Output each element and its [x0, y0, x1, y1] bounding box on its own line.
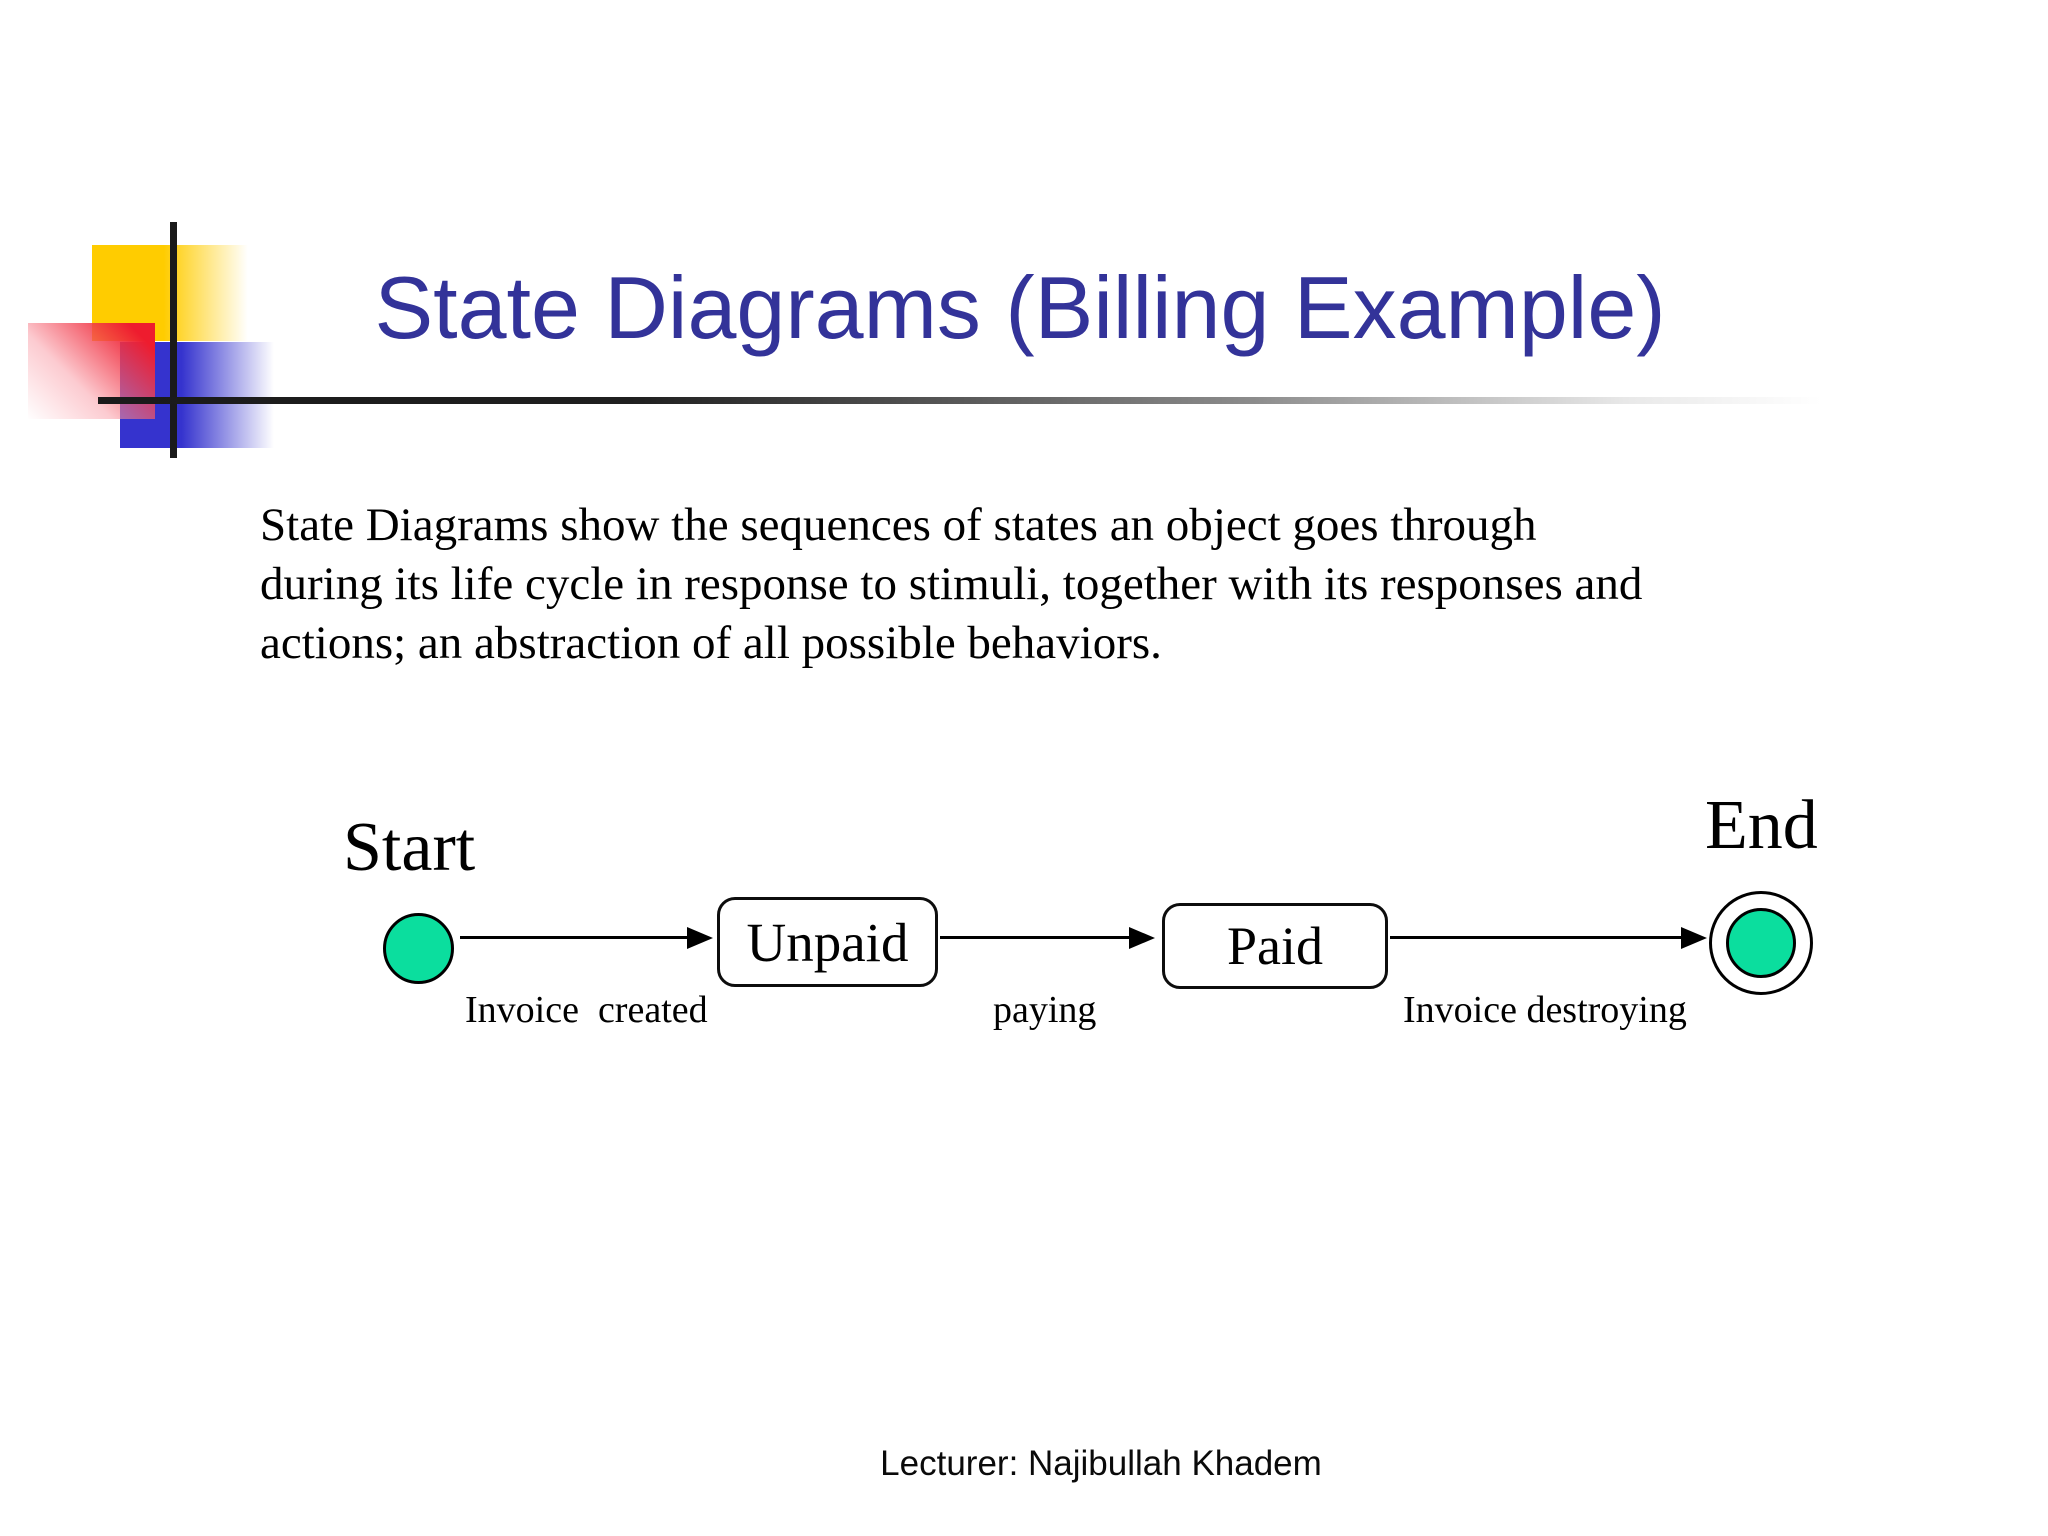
description-line-2: during its life cycle in response to sti…: [260, 558, 1643, 610]
state-box-unpaid: Unpaid: [717, 897, 938, 987]
transition-label-paying: paying: [993, 989, 1097, 1031]
transition-arrow-invoice-created: [460, 936, 690, 939]
transition-label-invoice-created: Invoice created: [465, 989, 708, 1031]
lecturer-credit: Lecturer: Najibullah Khadem: [880, 1444, 1322, 1483]
arrowhead-icon: [1681, 927, 1707, 949]
description-line-3: actions; an abstraction of all possible …: [260, 617, 1162, 669]
state-box-paid: Paid: [1162, 903, 1388, 989]
arrowhead-icon: [1129, 927, 1155, 949]
state-label-paid: Paid: [1226, 916, 1323, 976]
slide-title: State Diagrams (Billing Example): [374, 258, 1666, 357]
transition-label-invoice-destroying: Invoice destroying: [1403, 989, 1687, 1031]
transition-arrow-paying: [940, 936, 1131, 939]
end-state-label: End: [1705, 787, 1818, 864]
vertical-rule-decoration: [170, 222, 177, 458]
arrowhead-icon: [687, 927, 713, 949]
end-state-node-inner-circle: [1726, 908, 1796, 978]
transition-arrow-invoice-destroying: [1390, 936, 1683, 939]
description-text: State Diagrams show the sequences of sta…: [260, 496, 1642, 673]
start-state-label: Start: [343, 809, 476, 886]
title-underline-rule: [98, 397, 1875, 404]
description-line-1: State Diagrams show the sequences of sta…: [260, 499, 1537, 551]
start-state-node: [383, 913, 454, 984]
state-label-unpaid: Unpaid: [746, 911, 909, 973]
red-square-decoration: [28, 323, 155, 419]
